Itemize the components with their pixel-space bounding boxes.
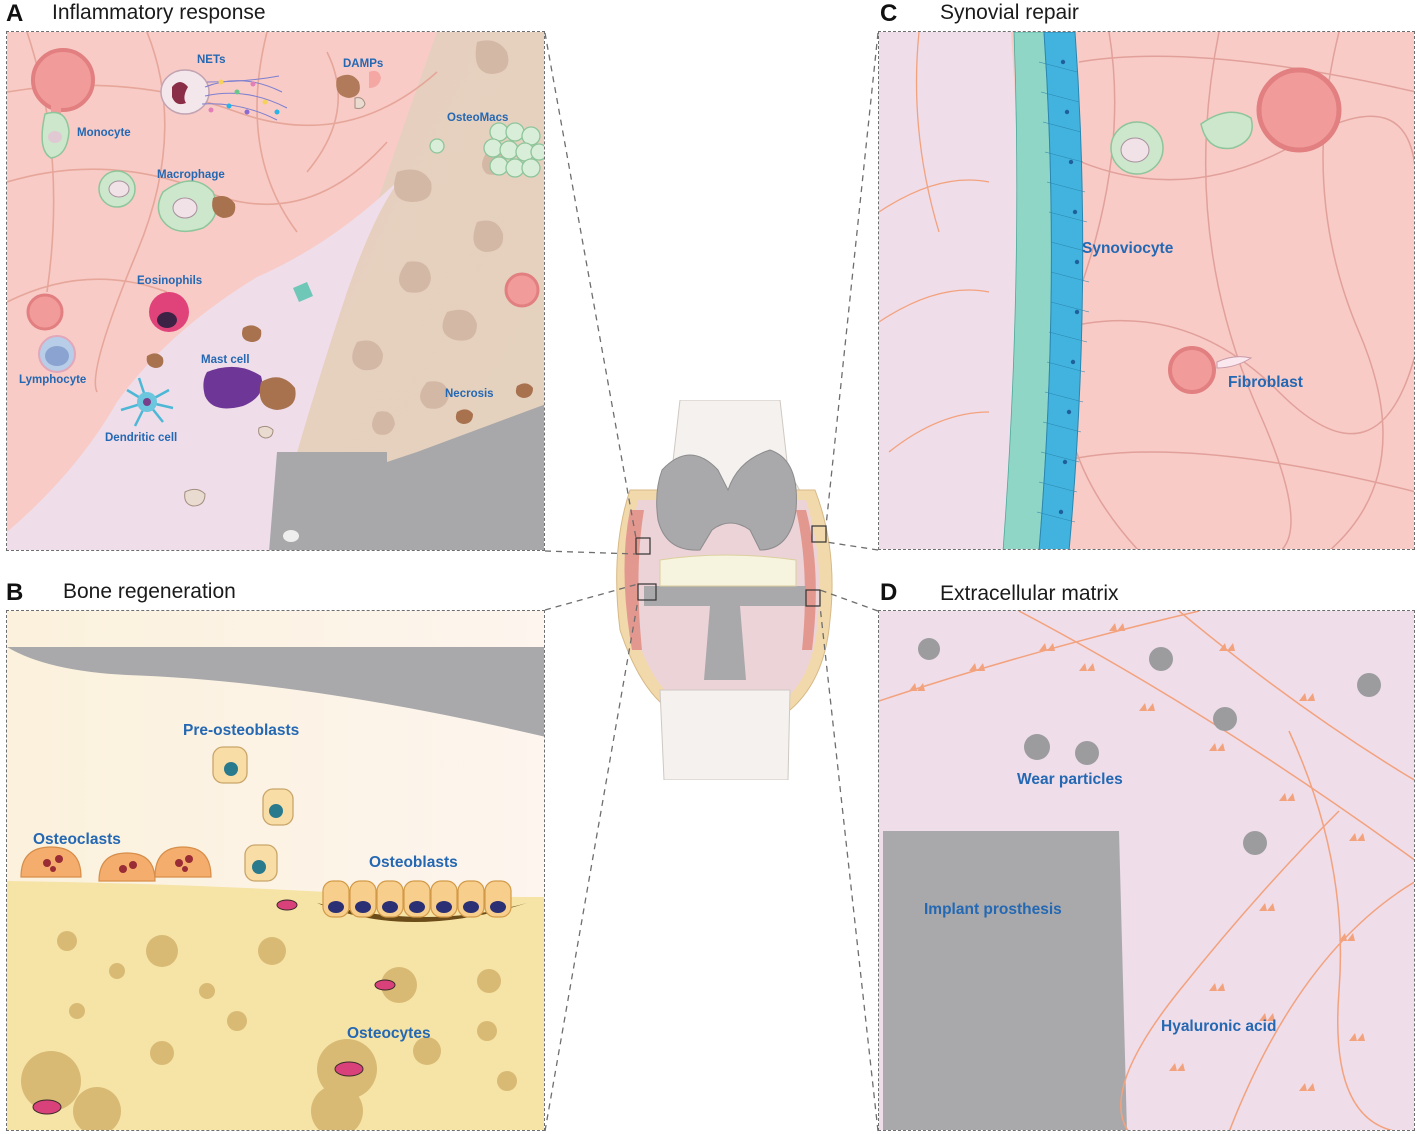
label-dendritic-cell: Dendritic cell	[105, 432, 178, 444]
label-damps: DAMPs	[343, 58, 384, 70]
panel-b-bone-regeneration: Pre-osteoblasts Osteoclasts Osteoblasts …	[6, 610, 545, 1131]
label-macrophage: Macrophage	[157, 169, 225, 181]
label-wear-particles: Wear particles	[1017, 771, 1123, 788]
panel-b-letter: B	[6, 579, 24, 606]
panel-d-title: Extracellular matrix	[940, 582, 1119, 605]
label-nets: NETs	[197, 54, 226, 66]
panel-a-letter: A	[6, 0, 24, 27]
label-necrosis: Necrosis	[445, 388, 494, 400]
panel-d-letter: D	[880, 579, 898, 606]
label-osteoblasts: Osteoblasts	[369, 854, 458, 871]
label-mast-cell: Mast cell	[201, 354, 250, 366]
panel-b-illustration	[7, 611, 544, 1130]
label-hyaluronic-acid: Hyaluronic acid	[1161, 1018, 1277, 1035]
knee-prosthesis-illustration	[616, 400, 833, 780]
panel-d-illustration	[879, 611, 1414, 1130]
label-lymphocyte: Lymphocyte	[19, 374, 87, 386]
panel-c-illustration	[879, 32, 1414, 549]
label-osteocytes: Osteocytes	[347, 1025, 431, 1042]
label-eosinophils: Eosinophils	[137, 275, 203, 287]
label-monocyte: Monocyte	[77, 127, 131, 139]
label-pre-osteoblasts: Pre-osteoblasts	[183, 722, 300, 739]
panel-b-title: Bone regeneration	[63, 580, 236, 603]
panel-a-title: Inflammatory response	[52, 1, 266, 24]
label-synoviocyte: Synoviocyte	[1082, 240, 1174, 257]
panel-c-letter: C	[880, 0, 898, 27]
panel-a-illustration	[7, 32, 544, 550]
label-fibroblast: Fibroblast	[1228, 374, 1303, 391]
label-implant-prosthesis: Implant prosthesis	[924, 901, 1062, 918]
panel-d-extracellular-matrix: Wear particles Implant prosthesis Hyalur…	[878, 610, 1415, 1131]
panel-a-inflammatory: NETs DAMPs Monocyte OsteoMacs Macrophage…	[6, 31, 545, 551]
label-osteomacs: OsteoMacs	[447, 112, 509, 124]
panel-c-title: Synovial repair	[940, 1, 1079, 24]
panel-c-synovial: Synoviocyte Fibroblast	[878, 31, 1415, 550]
label-osteoclasts: Osteoclasts	[33, 831, 121, 848]
